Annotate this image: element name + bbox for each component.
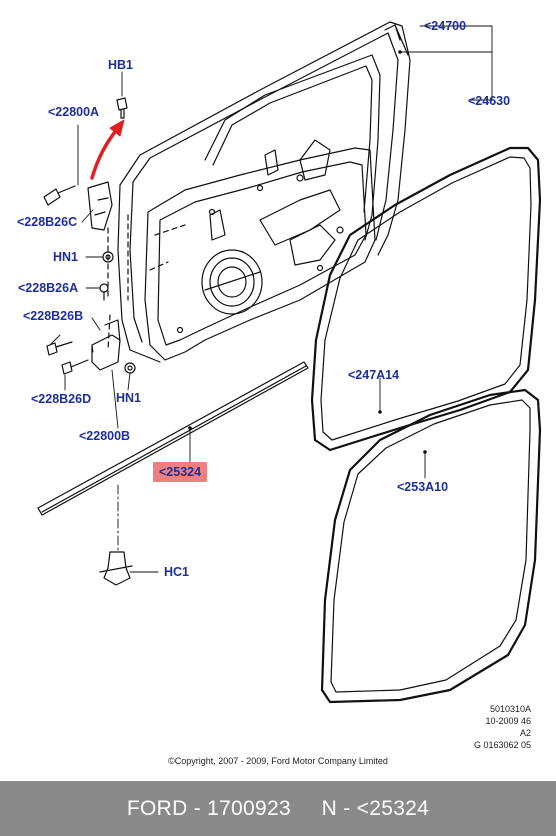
bolt-228b26a — [99, 283, 109, 301]
drawing-metadata: 5010310A 10-2009 46 A2 G 0163062 05 — [474, 703, 531, 751]
metadata-line-1: 5010310A — [489, 704, 531, 714]
footer-brand-part-number: FORD - 1700923 — [126, 796, 291, 820]
callout-hn1-top: HN1 — [53, 250, 79, 264]
red-arrow — [90, 119, 125, 180]
footer-reference: N - <25324 — [321, 796, 430, 820]
leader-lines — [49, 25, 493, 573]
callout-hc1: HC1 — [164, 565, 190, 579]
callout-247a14: <247A14 — [348, 368, 400, 382]
callout-228b26c: <228B26C — [17, 215, 78, 229]
callout-24630: <24630 — [468, 94, 511, 108]
callout-253a10: <253A10 — [397, 480, 449, 494]
door-seal-exploded-diagram — [37, 21, 542, 704]
callout-228b26a: <228B26A — [18, 281, 79, 295]
belt-moulding-25324 — [37, 361, 309, 516]
bolt-228b26d — [61, 359, 89, 375]
callout-hn1-bottom: HN1 — [116, 391, 142, 405]
door-seal-253a10 — [320, 388, 542, 704]
door-panel — [107, 21, 411, 363]
metadata-line-4: G 0163062 05 — [473, 740, 531, 750]
clip-hc1 — [99, 551, 133, 586]
footer-spacer — [291, 797, 322, 821]
copyright-notice: ©Copyright, 2007 - 2009, Ford Motor Comp… — [168, 756, 388, 766]
nut-hn1-bottom — [124, 362, 136, 374]
footer-bar: FORD - 1700923 N - <25324 — [0, 781, 556, 836]
bolt-hb1 — [116, 97, 128, 119]
callout-25324-highlighted: <25324 — [153, 462, 208, 482]
hinge-bolt-228b26c — [43, 185, 76, 206]
lower-hinge — [91, 319, 121, 371]
metadata-line-2: 10-2009 46 — [485, 716, 531, 726]
callout-228b26b: <228B26B — [23, 309, 84, 323]
door-seal-247a14 — [310, 146, 542, 452]
metadata-line-3: A2 — [519, 728, 531, 738]
upper-hinge — [87, 181, 113, 231]
callout-228b26d: <228B26D — [31, 392, 92, 406]
callout-24700: <24700 — [424, 19, 467, 33]
callout-22800a: <22800A — [48, 105, 100, 119]
bolt-228b26b — [46, 341, 73, 356]
callout-hb1: HB1 — [108, 58, 134, 72]
callout-22800b: <22800B — [79, 429, 131, 443]
